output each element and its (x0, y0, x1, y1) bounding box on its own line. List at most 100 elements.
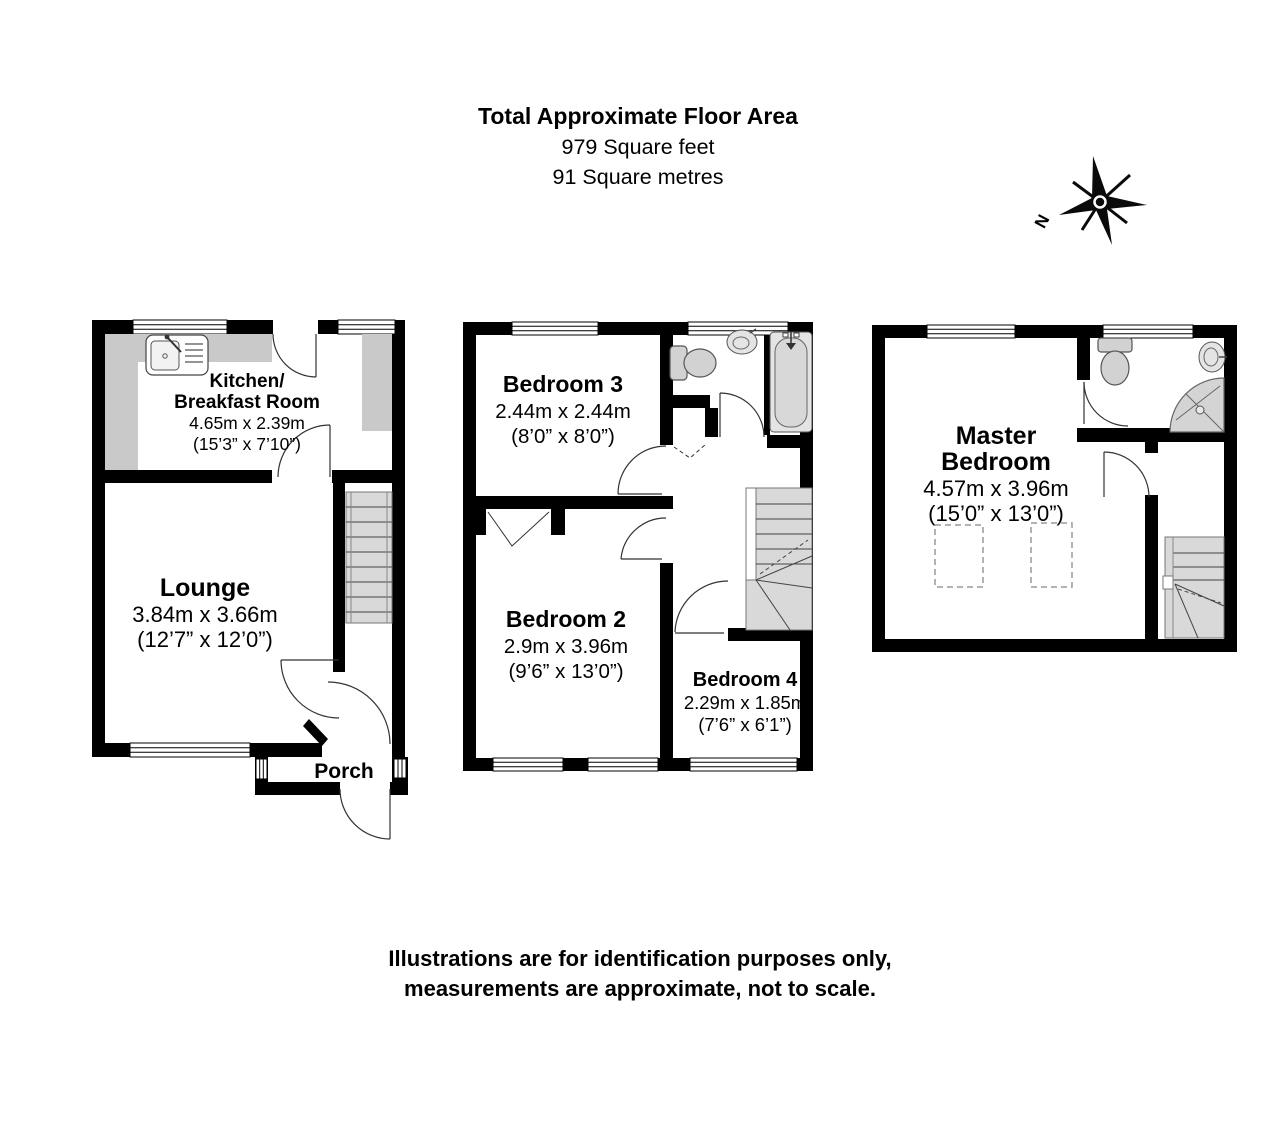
staircase (1162, 536, 1225, 639)
footer-disclaimer: Illustrations are for identification pur… (388, 946, 891, 1001)
wall (764, 335, 770, 435)
wall (767, 435, 813, 448)
door-swing (303, 681, 391, 746)
lounge-dim-imperial: (12’7” x 12’0”) (137, 627, 273, 652)
wall (1224, 325, 1237, 652)
bedroom3-dim-imperial: (8’0” x 8’0”) (511, 425, 615, 448)
compass-rose-icon: N (1031, 156, 1147, 245)
wardrobe-bifold-doors (487, 511, 550, 547)
master-name-line2: Bedroom (941, 448, 1051, 476)
bedroom4-label: Bedroom 4 2.29m x 1.85m (7’6” x 6’1”) (684, 669, 806, 735)
kitchen-counter (105, 334, 138, 471)
kitchen-label: Kitchen/ Breakfast Room 4.65m x 2.39m (1… (174, 371, 320, 454)
kitchen-unit (362, 334, 392, 431)
bedroom4-dim-imperial: (7’6” x 6’1”) (698, 714, 792, 735)
disclaimer-line2: measurements are approximate, not to sca… (404, 976, 876, 1001)
bedroom2-dim-imperial: (9’6” x 13’0”) (508, 660, 623, 683)
wall (872, 639, 1237, 652)
ground-floor-plan: Kitchen/ Breakfast Room 4.65m x 2.39m (1… (92, 319, 408, 840)
door-opening (340, 781, 390, 796)
kitchen-name-line2: Breakfast Room (174, 392, 320, 413)
bedroom4-name: Bedroom 4 (693, 669, 798, 691)
kitchen-dim-imperial: (15’3” x 7’10”) (193, 434, 301, 454)
total-floor-area-title: Total Approximate Floor Area (478, 103, 798, 129)
wall (392, 320, 405, 757)
bedroom2-name: Bedroom 2 (506, 606, 626, 632)
compass-north-label: N (1031, 212, 1054, 232)
window (393, 758, 407, 779)
bedroom3-name: Bedroom 3 (503, 371, 623, 397)
wall (463, 322, 476, 771)
master-dim-metric: 4.57m x 3.96m (923, 476, 1069, 501)
wall (872, 325, 885, 652)
wall (728, 628, 813, 641)
kitchen-name-line1: Kitchen/ (210, 371, 286, 392)
window (492, 757, 564, 772)
window (1102, 324, 1194, 339)
bedroom2-dim-metric: 2.9m x 3.96m (504, 635, 628, 658)
bathtub (769, 331, 813, 433)
door-swing (719, 392, 765, 438)
door-swing (272, 333, 317, 378)
staircase (745, 487, 813, 631)
window (587, 757, 659, 772)
door-swing (280, 659, 340, 719)
area-square-metres: 91 Square metres (553, 165, 724, 189)
door-swing (1083, 381, 1129, 427)
kitchen-sink (145, 334, 209, 376)
bedroom3-dim-metric: 2.44m x 2.44m (495, 400, 631, 423)
lounge-label: Lounge 3.84m x 3.66m (12’7” x 12’0”) (132, 574, 278, 652)
window (337, 319, 396, 335)
wall (92, 470, 272, 483)
wall (476, 509, 486, 535)
wall (333, 483, 345, 672)
door-swing (1103, 451, 1150, 498)
wall (1145, 442, 1158, 453)
master-dim-imperial: (15’0” x 13’0”) (928, 501, 1064, 526)
door-swing (674, 580, 729, 634)
porch-name: Porch (314, 760, 374, 783)
wall (1145, 495, 1158, 639)
wall (551, 509, 565, 535)
dashed-furniture-outline (934, 524, 984, 588)
opening-marker (673, 443, 707, 459)
second-floor-plan: Master Bedroom 4.57m x 3.96m (15’0” x 13… (872, 324, 1237, 652)
toilet (669, 345, 717, 381)
dashed-furniture-outline (1030, 522, 1073, 588)
lounge-name: Lounge (160, 574, 250, 602)
wall (92, 320, 105, 757)
bathroom-sink (726, 328, 758, 355)
lounge-dim-metric: 3.84m x 3.66m (132, 602, 278, 627)
window (511, 321, 599, 336)
door-swing (620, 517, 667, 560)
wall (476, 496, 673, 509)
window (132, 319, 228, 335)
bedroom2-label: Bedroom 2 2.9m x 3.96m (9’6” x 13’0”) (504, 606, 628, 683)
bedroom4-dim-metric: 2.29m x 1.85m (684, 692, 806, 713)
wall (1077, 338, 1090, 380)
door-opening (322, 742, 392, 758)
door-swing (617, 445, 667, 495)
door-opening (273, 319, 318, 335)
disclaimer-line1: Illustrations are for identification pur… (388, 946, 891, 971)
wall (705, 408, 718, 437)
compass-hub-ring (1093, 195, 1107, 209)
toilet (1097, 337, 1133, 386)
master-bedroom-label: Master Bedroom 4.57m x 3.96m (15’0” x 13… (923, 422, 1069, 526)
window (926, 324, 1016, 339)
bathroom-sink (1198, 341, 1227, 373)
door-swing (277, 424, 331, 478)
corner-shower (1169, 377, 1225, 433)
wall (332, 470, 405, 483)
bedroom3-label: Bedroom 3 2.44m x 2.44m (8’0” x 8’0”) (495, 371, 631, 448)
window (129, 742, 251, 758)
staircase (345, 491, 393, 624)
area-square-feet: 979 Square feet (561, 135, 714, 159)
door-swing (339, 788, 391, 840)
window (689, 757, 798, 772)
header: Total Approximate Floor Area 979 Square … (478, 103, 798, 189)
kitchen-dim-metric: 4.65m x 2.39m (189, 413, 305, 433)
master-name-line1: Master (956, 422, 1037, 450)
wall (673, 395, 710, 408)
